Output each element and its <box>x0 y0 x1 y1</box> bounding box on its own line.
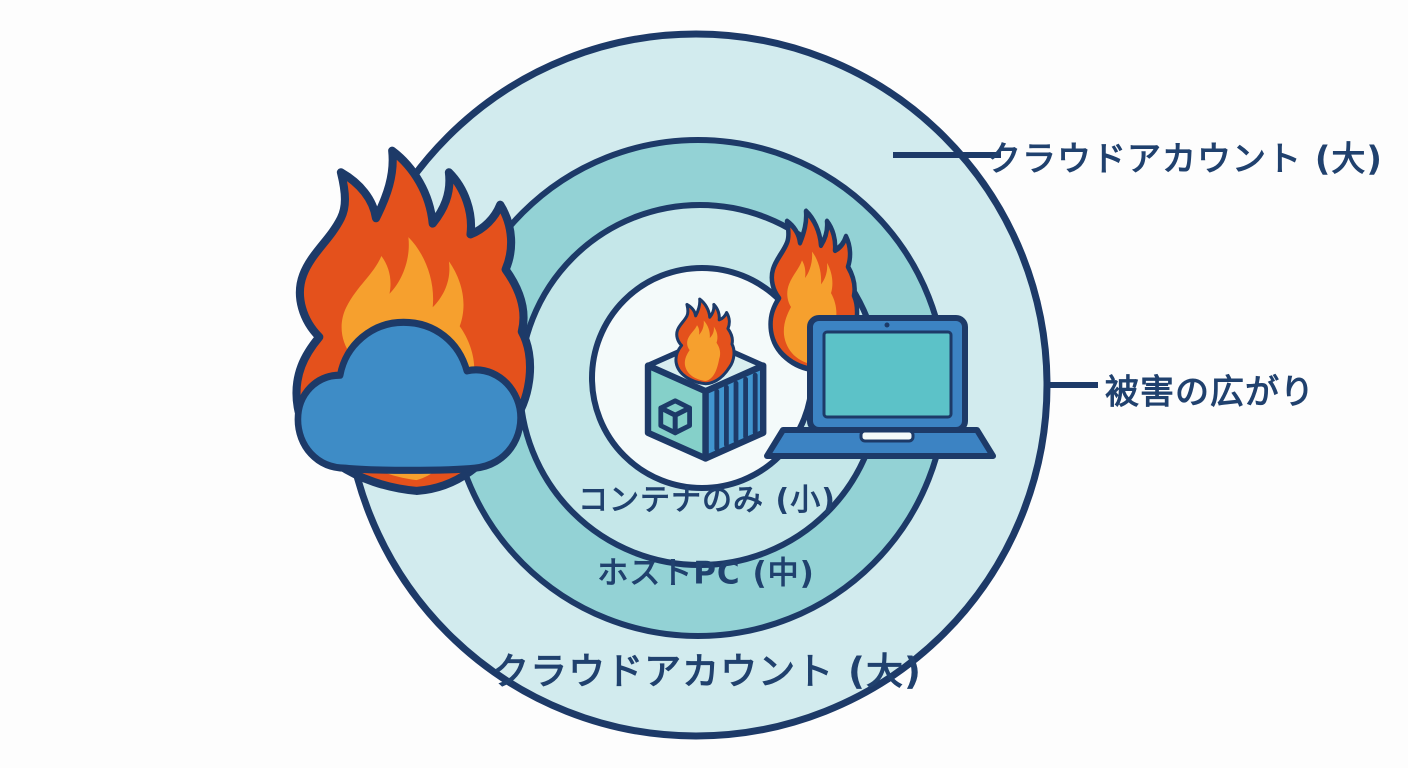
laptop-camera-dot <box>884 322 890 328</box>
ring-container-label: コンテナのみ (小) <box>578 483 836 518</box>
laptop-screen <box>822 330 953 419</box>
ring-host-pc-label: ホストPC (中) <box>597 555 815 592</box>
laptop-base <box>764 427 996 459</box>
callout-cloud-account-label: クラウドアカウント (大) <box>987 139 1383 180</box>
container-cube-glyph <box>658 398 693 436</box>
burning-container-icon <box>644 299 767 462</box>
burning-laptop-icon <box>764 211 996 459</box>
ring-cloud-account-label: クラウドアカウント (大) <box>492 650 922 693</box>
container-slats <box>714 372 758 452</box>
laptop-base-notch <box>859 429 915 443</box>
callout-damage-spread-label: 被害の広がり <box>1105 372 1315 413</box>
